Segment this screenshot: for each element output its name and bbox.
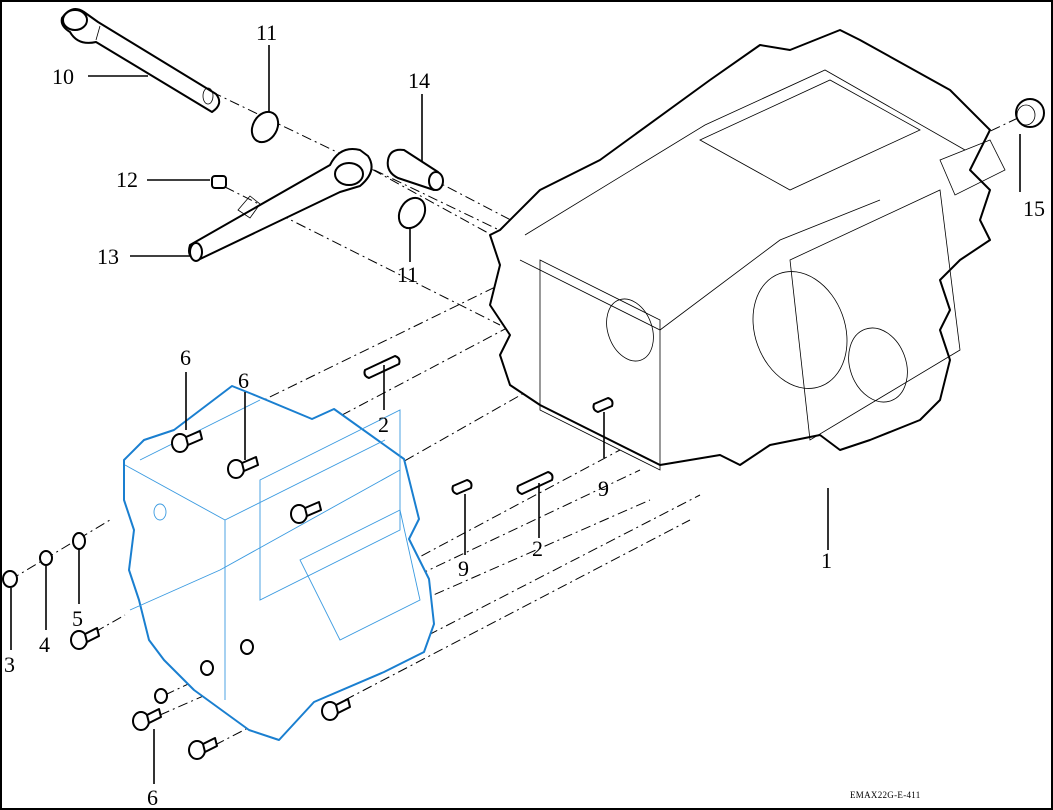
callout-15: 15: [1023, 196, 1045, 221]
callout-labels: 10 11 12 13 14 11 15 6 6 2 9 9 2 1 3 4 5…: [4, 20, 1045, 810]
part-6-bolt-d[interactable]: [70, 627, 100, 650]
part-6-bolt-c[interactable]: [290, 501, 322, 524]
part-3-plug[interactable]: [2, 570, 18, 588]
part-14-bushing[interactable]: [386, 148, 444, 191]
callout-5: 5: [72, 606, 83, 631]
callout-11-upper: 11: [256, 20, 277, 45]
washer[interactable]: [200, 660, 214, 676]
part-6-bolt-b[interactable]: [227, 456, 259, 479]
part-5-washer[interactable]: [72, 532, 86, 550]
part-9-pin-right[interactable]: [592, 397, 614, 413]
callout-13: 13: [97, 244, 119, 269]
callout-9-right: 9: [598, 476, 609, 501]
callout-2-lower: 2: [532, 536, 543, 561]
part-9-pin-left[interactable]: [451, 479, 473, 495]
part-13-lever-shaft[interactable]: [188, 148, 373, 262]
part-15-cap[interactable]: [1015, 98, 1045, 128]
leader-lines: [10, 45, 1021, 784]
part-10-shaft[interactable]: [60, 8, 221, 113]
axis-line: [244, 449, 621, 651]
part-4-washer[interactable]: [39, 550, 53, 566]
part-6-bolt-f[interactable]: [188, 737, 218, 760]
axis-line: [94, 614, 126, 633]
callout-4: 4: [39, 632, 50, 657]
highlighted-cover[interactable]: [123, 385, 435, 741]
part-1-transmission-case[interactable]: [489, 29, 1006, 471]
part-12-grease-nipple[interactable]: [211, 175, 227, 189]
callout-11-lower: 11: [397, 262, 418, 287]
callout-9-left: 9: [458, 556, 469, 581]
part-2-dowel-pin-upper[interactable]: [363, 355, 401, 379]
callout-10: 10: [52, 64, 74, 89]
part-6-bolt-g[interactable]: [321, 698, 351, 721]
callout-12: 12: [116, 167, 138, 192]
callout-6-top-left: 6: [180, 345, 191, 370]
callout-14: 14: [408, 68, 430, 93]
axis-line: [214, 494, 701, 746]
axis-line: [9, 519, 111, 581]
callout-2-upper: 2: [378, 412, 389, 437]
part-6-bolt-a[interactable]: [171, 430, 203, 453]
part-2-dowel-pin-lower[interactable]: [516, 471, 554, 495]
callout-6-bottom: 6: [147, 785, 158, 810]
nut[interactable]: [154, 688, 168, 704]
callout-1: 1: [821, 548, 832, 573]
callout-6-top-mid: 6: [238, 368, 249, 393]
part-11-o-ring-lower[interactable]: [394, 193, 431, 233]
axis-line: [211, 91, 521, 241]
axis-line: [354, 159, 511, 246]
drawing-code: EMAX22G-E-411: [850, 790, 921, 800]
part-11-o-ring-upper[interactable]: [247, 107, 284, 147]
callout-3: 3: [4, 652, 15, 677]
washer[interactable]: [240, 639, 254, 655]
part-6-bolt-e[interactable]: [132, 708, 162, 731]
axis-line: [344, 519, 691, 701]
